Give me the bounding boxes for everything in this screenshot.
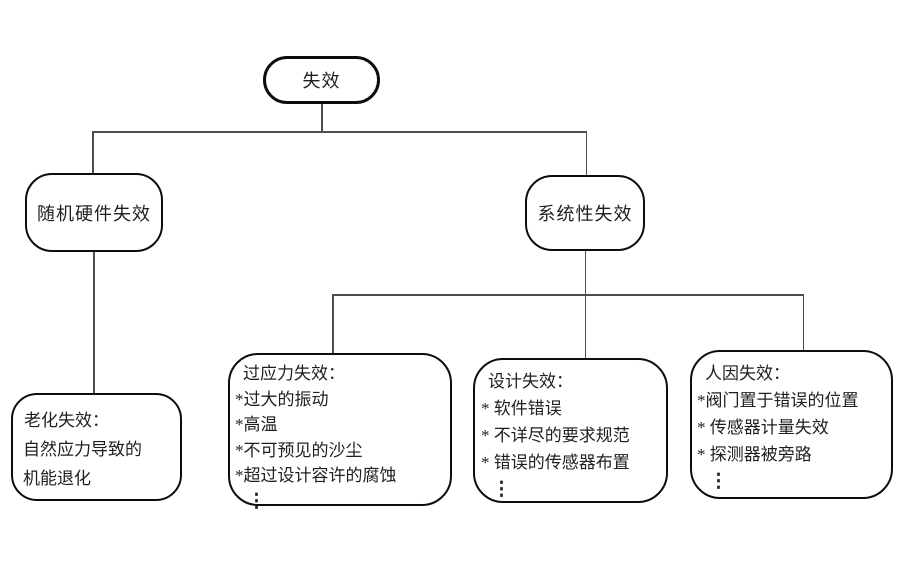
connector-to-human bbox=[802, 294, 804, 351]
connector-to-overstress bbox=[332, 294, 334, 354]
list-item: * 传感器计量失效 bbox=[697, 418, 829, 437]
node-random-hardware-failure: 随机硬件失效 bbox=[25, 173, 163, 252]
vertical-ellipsis: ⋮ bbox=[492, 479, 511, 500]
list-item: * 软件错误 bbox=[481, 399, 562, 418]
box-title: 设计失效： bbox=[488, 372, 573, 391]
node-systematic-failure: 系统性失效 bbox=[525, 175, 645, 251]
node-failure-label: 失效 bbox=[302, 71, 341, 91]
box-title: 人因失效： bbox=[705, 364, 790, 383]
connector-to-systematic bbox=[585, 131, 587, 176]
box-text-line: 自然应力导致的 bbox=[23, 440, 142, 459]
connector-systematic-down bbox=[584, 249, 586, 295]
list-item: *高温 bbox=[235, 415, 278, 434]
connector-random-to-aging bbox=[93, 250, 95, 394]
list-item: * 不详尽的要求规范 bbox=[481, 426, 630, 445]
box-title: 老化失效： bbox=[24, 411, 109, 430]
connector-to-random-hardware bbox=[92, 131, 94, 174]
connector-level1-horizontal bbox=[92, 131, 587, 133]
list-item: *过大的振动 bbox=[235, 389, 329, 409]
box-text-line: 机能退化 bbox=[23, 469, 91, 488]
node-human-failure: 人因失效： *阀门置于错误的位置 * 传感器计量失效 * 探测器被旁路 ⋮ bbox=[690, 350, 893, 499]
connector-level2-horizontal bbox=[332, 294, 804, 296]
node-systematic-failure-label: 系统性失效 bbox=[537, 204, 633, 224]
vertical-ellipsis: ⋮ bbox=[247, 490, 266, 512]
vertical-ellipsis: ⋮ bbox=[709, 471, 728, 492]
list-item: *超过设计容许的腐蚀 bbox=[235, 466, 397, 485]
list-item: *不可预见的沙尘 bbox=[235, 440, 363, 460]
list-item: * 错误的传感器布置 bbox=[481, 453, 630, 472]
connector-to-design bbox=[584, 294, 586, 359]
node-overstress-failure: 过应力失效： *过大的振动 *高温 *不可预见的沙尘 *超过设计容许的腐蚀 ⋮ bbox=[228, 353, 452, 512]
list-item: * 探测器被旁路 bbox=[697, 445, 812, 464]
node-failure: 失效 bbox=[263, 56, 380, 104]
box-title: 过应力失效： bbox=[243, 364, 345, 383]
connector-root-down bbox=[321, 104, 323, 132]
node-random-hardware-failure-label: 随机硬件失效 bbox=[37, 203, 151, 224]
node-design-failure: 设计失效： * 软件错误 * 不详尽的要求规范 * 错误的传感器布置 ⋮ bbox=[473, 358, 668, 503]
list-item: *阀门置于错误的位置 bbox=[697, 391, 859, 410]
node-aging-failure: 老化失效： 自然应力导致的 机能退化 bbox=[11, 393, 182, 501]
